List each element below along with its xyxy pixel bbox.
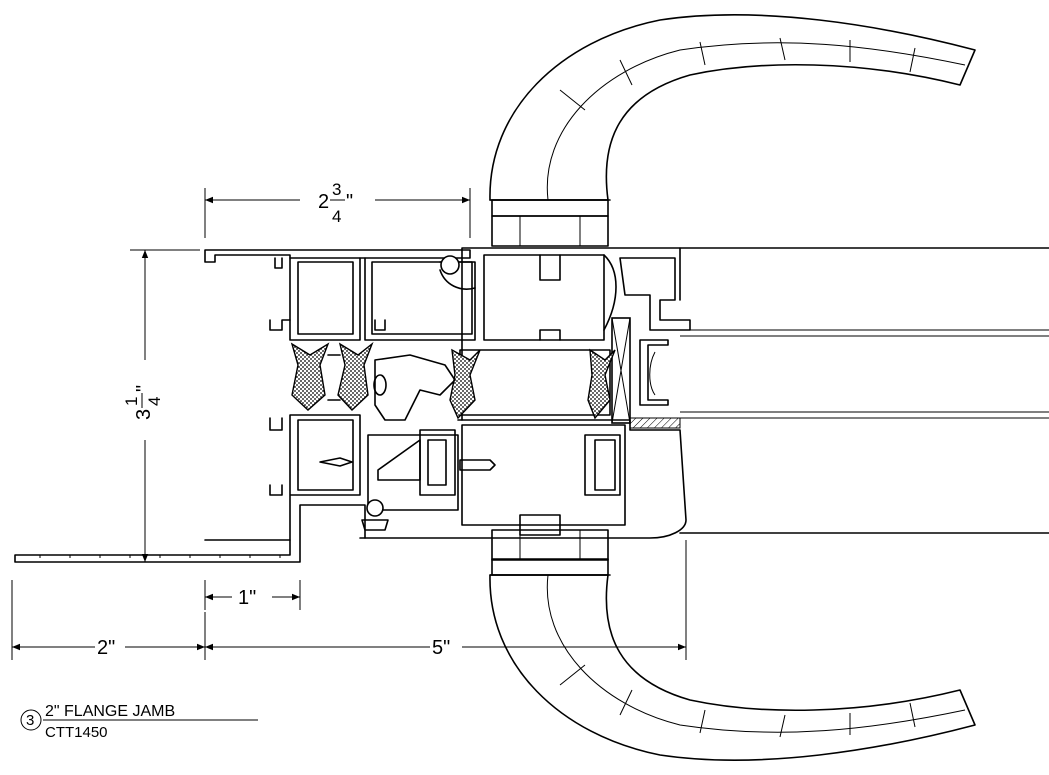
top-width-unit: " <box>346 191 353 213</box>
dimension-flange: 2" <box>11 580 206 660</box>
dimension-top-width: 2 3 4 " <box>204 180 471 238</box>
dimension-overall: 5" <box>205 540 687 660</box>
overall-label: 5" <box>432 637 450 659</box>
height-denominator: 4 <box>145 397 164 406</box>
jamb-frame <box>14 249 616 563</box>
flange-label: 2" <box>97 637 115 659</box>
upper-handle <box>489 14 976 247</box>
dimension-height: 3 1 4 " <box>122 249 200 563</box>
top-width-whole: 2 <box>318 191 329 213</box>
height-unit: " <box>133 385 155 392</box>
dimension-one-inch: 1" <box>204 580 301 610</box>
door-stile <box>359 247 1049 539</box>
callout-subtitle: CTT1450 <box>45 724 108 741</box>
detail-callout: 3 2" FLANGE JAMB CTT1450 <box>20 703 258 741</box>
callout-number: 3 <box>26 712 34 729</box>
height-whole: 3 <box>133 409 155 420</box>
callout-title: 2" FLANGE JAMB <box>45 703 175 720</box>
top-width-numerator: 3 <box>332 180 341 199</box>
one-inch-label: 1" <box>238 587 256 609</box>
height-numerator: 1 <box>122 397 141 406</box>
callout-circle <box>20 709 42 731</box>
lower-handle <box>489 529 976 761</box>
top-width-denominator: 4 <box>332 207 341 226</box>
